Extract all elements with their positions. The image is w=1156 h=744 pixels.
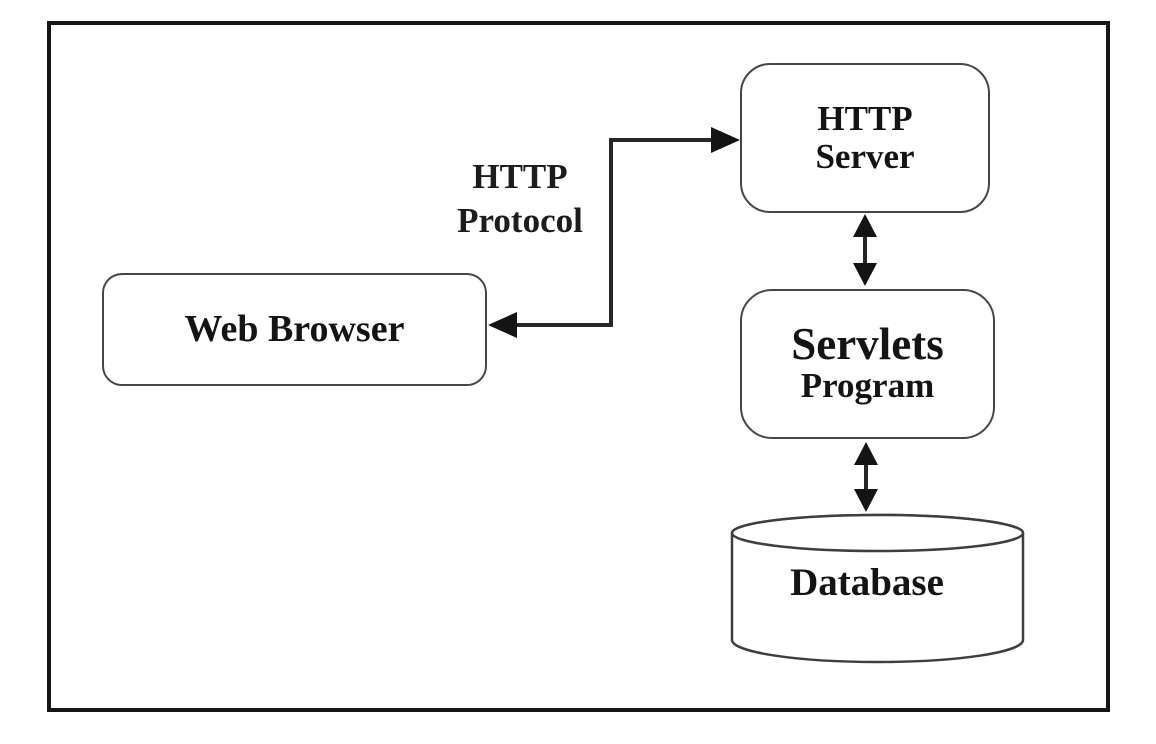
- http-protocol-edge-label: HTTP Protocol: [425, 155, 615, 243]
- http-protocol-connector: [488, 127, 740, 338]
- bidirectional-arrow-servlets-database: [854, 442, 878, 512]
- node-servlets-program: Servlets Program: [740, 289, 995, 439]
- arrowhead-down: [853, 263, 877, 286]
- arrowhead-up: [853, 214, 877, 237]
- connector-elbow-line: [497, 138, 716, 327]
- bidirectional-arrow-server-servlets: [853, 214, 877, 286]
- arrowhead-into-http-server: [711, 127, 740, 153]
- arrowhead-into-web-browser: [488, 312, 517, 338]
- arrowhead-up: [854, 442, 878, 465]
- node-http-server: HTTP Server: [740, 63, 990, 213]
- http-protocol-label-line2: Protocol: [457, 200, 583, 240]
- arrowhead-down: [854, 489, 878, 512]
- node-web-browser: Web Browser: [102, 273, 487, 386]
- cylinder-top-ellipse: [730, 513, 1025, 553]
- database-cylinder: [730, 513, 1025, 664]
- web-browser-label: Web Browser: [184, 307, 405, 350]
- http-server-label-line1: HTTP: [817, 99, 913, 139]
- database-label: Database: [790, 561, 944, 604]
- servlets-label-line1: Servlets: [791, 319, 944, 370]
- http-protocol-label-line1: HTTP: [472, 157, 568, 196]
- servlets-label-line2: Program: [800, 366, 935, 406]
- http-server-label-line2: Server: [815, 137, 915, 176]
